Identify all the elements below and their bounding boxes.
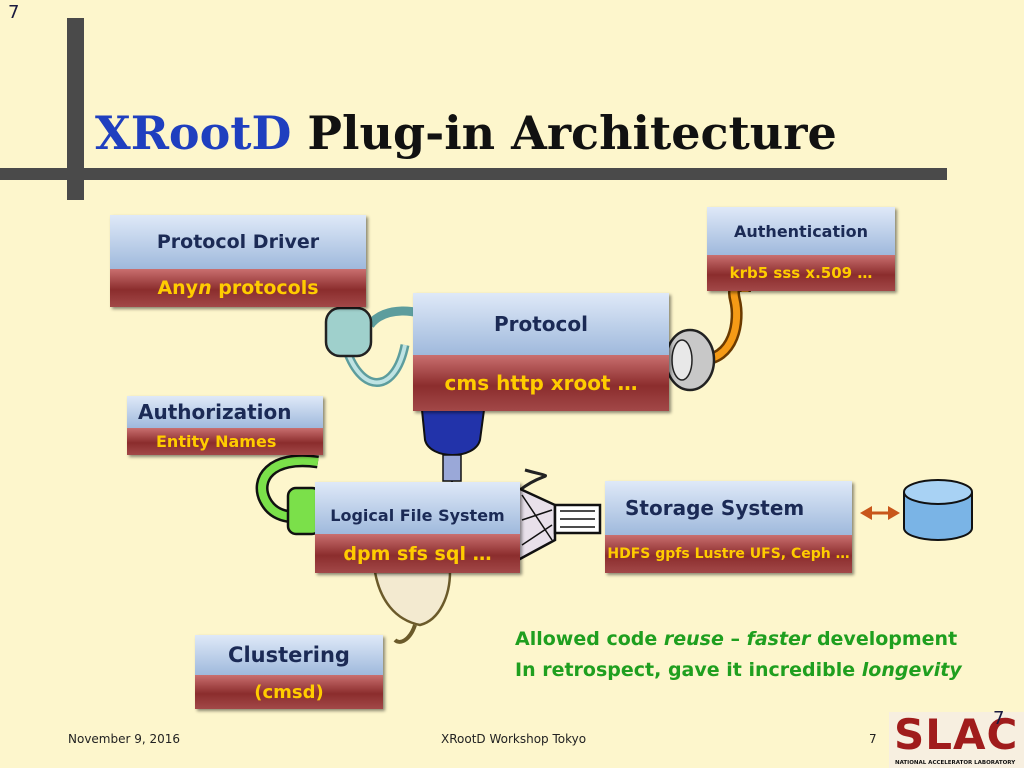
clustering-plugins: (cmsd) — [195, 675, 383, 709]
protocol-box: Protocol cms http xroot … — [413, 293, 669, 411]
authorization-box: Authorization Entity Names — [127, 396, 323, 455]
cable-plug-icon — [255, 454, 322, 536]
summary-note: Allowed code reuse – faster development … — [515, 624, 962, 686]
footer-page-number: 7 — [869, 732, 877, 746]
protocol-driver-plugins-pre: Any — [157, 277, 199, 299]
authentication-box: Authentication krb5 sss x.509 … — [707, 207, 895, 291]
note-line1-c: development — [810, 628, 958, 650]
protocol-driver-plugins: Any n protocols — [110, 269, 366, 307]
note-line1-b: – — [723, 628, 747, 650]
cable-plug-icon — [420, 409, 486, 492]
cable-plug-icon — [516, 468, 602, 563]
protocol-label: Protocol — [413, 293, 669, 355]
logical-file-system-box: Logical File System dpm sfs sql … — [315, 482, 520, 573]
slac-logo: SLAC 7 NATIONAL ACCELERATOR LABORATORY — [889, 708, 1024, 768]
protocol-driver-box: Protocol Driver Any n protocols — [110, 215, 366, 307]
title-horizontal-bar — [0, 168, 947, 180]
storage-system-plugins: HDFS gpfs Lustre UFS, Ceph … — [605, 535, 852, 573]
database-cylinder-icon — [903, 479, 973, 541]
authentication-label: Authentication — [707, 207, 895, 255]
protocol-driver-plugins-post: protocols — [211, 277, 319, 299]
double-arrow-icon — [860, 506, 900, 520]
note-line2-a: In retrospect, gave it incredible — [515, 659, 862, 681]
protocol-driver-plugins-n: n — [198, 277, 212, 299]
note-line1-faster: faster — [746, 628, 811, 650]
cable-plug-icon — [664, 273, 751, 392]
title-rest: Plug-in Architecture — [291, 106, 837, 160]
logical-file-system-plugins: dpm sfs sql … — [315, 534, 520, 573]
clustering-box: Clustering (cmsd) — [195, 635, 383, 709]
note-line1-a: Allowed code — [515, 628, 664, 650]
storage-system-box: Storage System HDFS gpfs Lustre UFS, Cep… — [605, 481, 852, 573]
note-line2-longevity: longevity — [861, 659, 962, 681]
slac-logo-wordmark: SLAC — [894, 710, 1019, 759]
logical-file-system-label: Logical File System — [315, 482, 520, 534]
slac-logo-overlay-number: 7 — [993, 708, 1005, 729]
clustering-label: Clustering — [195, 635, 383, 675]
authentication-plugins: krb5 sss x.509 … — [707, 255, 895, 291]
cable-plug-icon — [373, 570, 452, 644]
authorization-plugins: Entity Names — [127, 428, 323, 455]
note-line1-reuse: reuse — [663, 628, 724, 650]
summary-note-line2: In retrospect, gave it incredible longev… — [515, 655, 962, 686]
slide-title: XRootD Plug-in Architecture — [95, 106, 837, 160]
authorization-label: Authorization — [127, 396, 323, 428]
footer-event: XRootD Workshop Tokyo — [441, 732, 587, 746]
title-accent: XRootD — [95, 106, 292, 160]
slide-corner-number: 7 — [8, 2, 20, 23]
storage-system-label: Storage System — [605, 481, 852, 535]
footer-date: November 9, 2016 — [68, 732, 181, 746]
title-vertical-bar — [67, 18, 84, 200]
protocol-plugins: cms http xroot … — [413, 355, 669, 411]
protocol-driver-label: Protocol Driver — [110, 215, 366, 269]
summary-note-line1: Allowed code reuse – faster development — [515, 624, 962, 655]
slac-logo-subtitle: NATIONAL ACCELERATOR LABORATORY — [895, 760, 1016, 766]
